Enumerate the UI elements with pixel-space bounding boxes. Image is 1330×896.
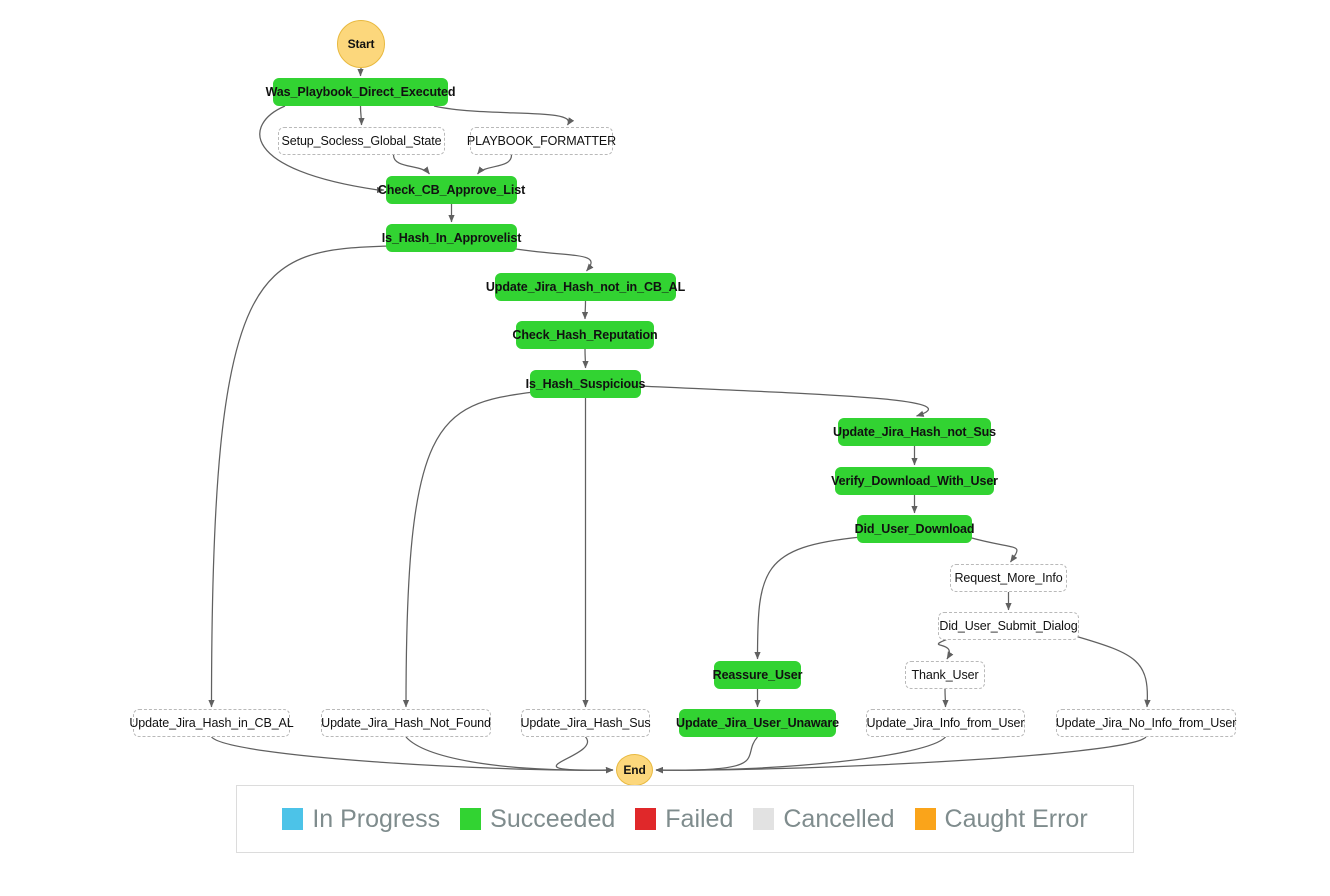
graph-node-update_jira_hash_sus[interactable]: Update_Jira_Hash_Sus [521,709,650,737]
legend-swatch-icon [915,808,936,830]
graph-edge-was_playbook_direct_executed-to-setup_socless_global_state [361,106,362,125]
legend-label: In Progress [312,807,440,832]
graph-node-setup_socless_global_state[interactable]: Setup_Socless_Global_State [278,127,445,155]
graph-edge-thank_user-to-update_jira_info_from_user [945,689,946,707]
graph-edge-update_jira_hash_not_found-to-end [406,737,613,770]
legend-swatch-icon [282,808,303,830]
graph-node-label: Did_User_Submit_Dialog [939,620,1077,633]
graph-node-update_jira_hash_not_sus[interactable]: Update_Jira_Hash_not_Sus [838,418,991,446]
legend-item-cancelled: Cancelled [753,807,894,832]
graph-node-label: Update_Jira_Hash_not_Sus [833,426,996,439]
graph-node-label: Update_Jira_No_Info_from_User [1056,717,1237,730]
legend-label: Caught Error [945,807,1088,832]
graph-node-label: Update_Jira_User_Unaware [676,717,839,730]
graph-edge-did_user_download-to-request_more_info [968,537,1017,562]
graph-edge-playbook_formatter-to-check_cb_approve_list [478,155,512,174]
graph-node-label: Was_Playbook_Direct_Executed [266,86,456,99]
graph-edge-is_hash_suspicious-to-update_jira_hash_not_sus [639,386,928,416]
graph-node-label: Did_User_Download [855,523,975,536]
graph-node-label: Update_Jira_Hash_Not_Found [321,717,491,730]
legend-label: Failed [665,807,733,832]
graph-node-thank_user[interactable]: Thank_User [905,661,985,689]
graph-node-check_cb_approve_list[interactable]: Check_CB_Approve_List [386,176,517,204]
graph-node-update_jira_hash_in_cb_al[interactable]: Update_Jira_Hash_in_CB_AL [133,709,290,737]
graph-node-did_user_submit_dialog[interactable]: Did_User_Submit_Dialog [938,612,1079,640]
legend-item-caught-error: Caught Error [915,807,1088,832]
graph-node-label: Request_More_Info [954,572,1062,585]
graph-node-is_hash_in_approvelist[interactable]: Is_Hash_In_Approvelist [386,224,517,252]
legend-label: Succeeded [490,807,615,832]
graph-edges [212,68,1148,770]
graph-node-label: Setup_Socless_Global_State [281,135,441,148]
graph-node-label: Reassure_User [713,669,803,682]
graph-edge-start-to-was_playbook_direct_executed [361,68,362,76]
graph-node-request_more_info[interactable]: Request_More_Info [950,564,1067,592]
graph-edge-is_hash_suspicious-to-update_jira_hash_not_found [406,392,534,707]
graph-edge-update_jira_no_info_from_user-to-end [656,737,1146,770]
graph-node-update_jira_hash_not_in_cb_al[interactable]: Update_Jira_Hash_not_in_CB_AL [495,273,676,301]
graph-node-did_user_download[interactable]: Did_User_Download [857,515,972,543]
graph-node-update_jira_no_info_from_user[interactable]: Update_Jira_No_Info_from_User [1056,709,1236,737]
graph-edge-was_playbook_direct_executed-to-playbook_formatter [434,106,569,125]
legend-swatch-icon [460,808,481,830]
status-legend: In Progress Succeeded Failed Cancelled Caugh… [236,785,1134,853]
graph-node-label: Check_CB_Approve_List [378,184,525,197]
graph-node-label: PLAYBOOK_FORMATTER [467,135,616,148]
graph-node-label: Update_Jira_Info_from_User [867,717,1025,730]
graph-edge-did_user_submit_dialog-to-update_jira_no_info_from_user [1075,636,1147,707]
graph-node-label: Update_Jira_Hash_Sus [520,717,650,730]
graph-node-is_hash_suspicious[interactable]: Is_Hash_Suspicious [530,370,641,398]
graph-edge-update_jira_hash_sus-to-end [556,737,613,770]
graph-edge-did_user_submit_dialog-to-thank_user [938,638,950,659]
legend-label: Cancelled [783,807,894,832]
graph-node-verify_download_with_user[interactable]: Verify_Download_With_User [835,467,994,495]
graph-node-end[interactable]: End [616,754,653,786]
legend-item-succeeded: Succeeded [460,807,615,832]
graph-node-label: Verify_Download_With_User [831,475,998,488]
graph-edge-check_hash_reputation-to-is_hash_suspicious [585,349,586,368]
graph-node-label: Is_Hash_In_Approvelist [382,232,522,245]
graph-node-label: Check_Hash_Reputation [512,329,657,342]
graph-node-update_jira_hash_not_found[interactable]: Update_Jira_Hash_Not_Found [321,709,491,737]
graph-node-was_playbook_direct_executed[interactable]: Was_Playbook_Direct_Executed [273,78,448,106]
legend-item-in-progress: In Progress [282,807,440,832]
graph-node-label: Update_Jira_Hash_in_CB_AL [129,717,293,730]
graph-edge-update_jira_hash_not_in_cb_al-to-check_hash_reputation [585,301,586,319]
graph-node-label: End [623,764,645,776]
graph-edge-update_jira_info_from_user-to-end [656,737,946,770]
legend-swatch-icon [635,808,656,830]
graph-edge-update_jira_hash_in_cb_al-to-end [212,737,614,770]
graph-node-reassure_user[interactable]: Reassure_User [714,661,801,689]
graph-edge-update_jira_user_unaware-to-end [656,737,758,770]
graph-node-check_hash_reputation[interactable]: Check_Hash_Reputation [516,321,654,349]
legend-item-failed: Failed [635,807,733,832]
graph-edge-is_hash_in_approvelist-to-update_jira_hash_in_cb_al [212,246,391,707]
graph-node-update_jira_user_unaware[interactable]: Update_Jira_User_Unaware [679,709,836,737]
graph-edge-is_hash_in_approvelist-to-update_jira_hash_not_in_cb_al [509,248,591,271]
legend-swatch-icon [753,808,774,830]
graph-edge-setup_socless_global_state-to-check_cb_approve_list [394,155,430,174]
graph-node-update_jira_info_from_user[interactable]: Update_Jira_Info_from_User [866,709,1025,737]
graph-edge-did_user_download-to-reassure_user [758,537,862,659]
graph-node-label: Is_Hash_Suspicious [526,378,646,391]
graph-node-label: Start [348,38,375,50]
graph-node-label: Thank_User [911,669,978,682]
graph-node-playbook_formatter[interactable]: PLAYBOOK_FORMATTER [470,127,613,155]
graph-node-label: Update_Jira_Hash_not_in_CB_AL [486,281,685,294]
graph-node-start[interactable]: Start [337,20,385,68]
